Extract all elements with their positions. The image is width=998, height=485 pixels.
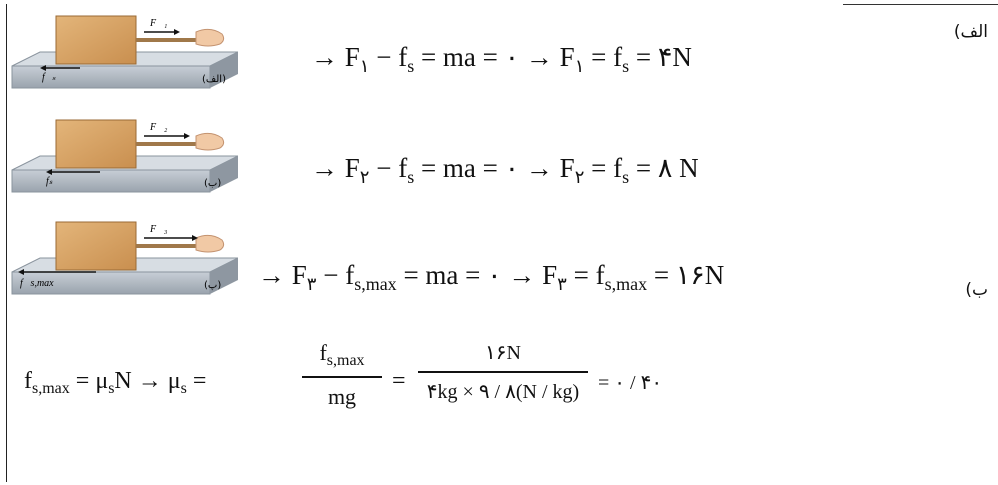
- equation-1: → F۱ − fs = ma = ۰ → F۱ = fs = ۴N: [311, 42, 692, 76]
- block-diagram-3: F⃗₃ f⃗s,max (پ): [11, 221, 238, 295]
- figure-tag: (پ): [204, 280, 221, 291]
- wood-block: [55, 119, 137, 169]
- fraction-16n-over-weight: ۱۶N ۴kg × ۹ / ۸(N / kg): [418, 340, 588, 404]
- left-border-line: [6, 4, 7, 482]
- figure-tag: (ب): [204, 178, 221, 189]
- wood-block: [55, 15, 137, 65]
- block-diagram-2: F⃗₂ fₛ (ب): [11, 119, 238, 193]
- equation-2: → F۲ − fs = ma = ۰ → F۲ = fs = ۸ N: [311, 153, 699, 187]
- wood-block: [55, 221, 137, 271]
- part-a-label: الف): [953, 22, 988, 42]
- hand-icon: [195, 234, 225, 253]
- hand-icon: [195, 132, 225, 151]
- friction-label: f⃗ₛ: [42, 72, 56, 83]
- force-label: F⃗₃: [149, 224, 168, 235]
- force-label: F⃗₁: [149, 18, 167, 29]
- fraction-f-over-mg: fs,max mg: [302, 340, 382, 410]
- top-border-line: [843, 4, 998, 5]
- final-equation-lhs: fs,max = μsN → μs =: [24, 368, 207, 397]
- block-diagram-1: F⃗₁ f⃗ₛ (الف): [11, 15, 238, 89]
- figure-tag: (الف): [202, 74, 226, 85]
- equation-3: → F۳ − fs,max = ma = ۰ → F۳ = fs,max = ۱…: [258, 260, 725, 294]
- friction-label: fₛ: [46, 176, 53, 187]
- final-result: = ۰ / ۴۰: [598, 372, 663, 394]
- equals-sign: =: [392, 368, 406, 394]
- hand-icon: [195, 28, 225, 47]
- force-label: F⃗₂: [149, 122, 168, 133]
- friction-label: f⃗s,max: [20, 278, 54, 289]
- part-b-label: ب): [965, 280, 988, 300]
